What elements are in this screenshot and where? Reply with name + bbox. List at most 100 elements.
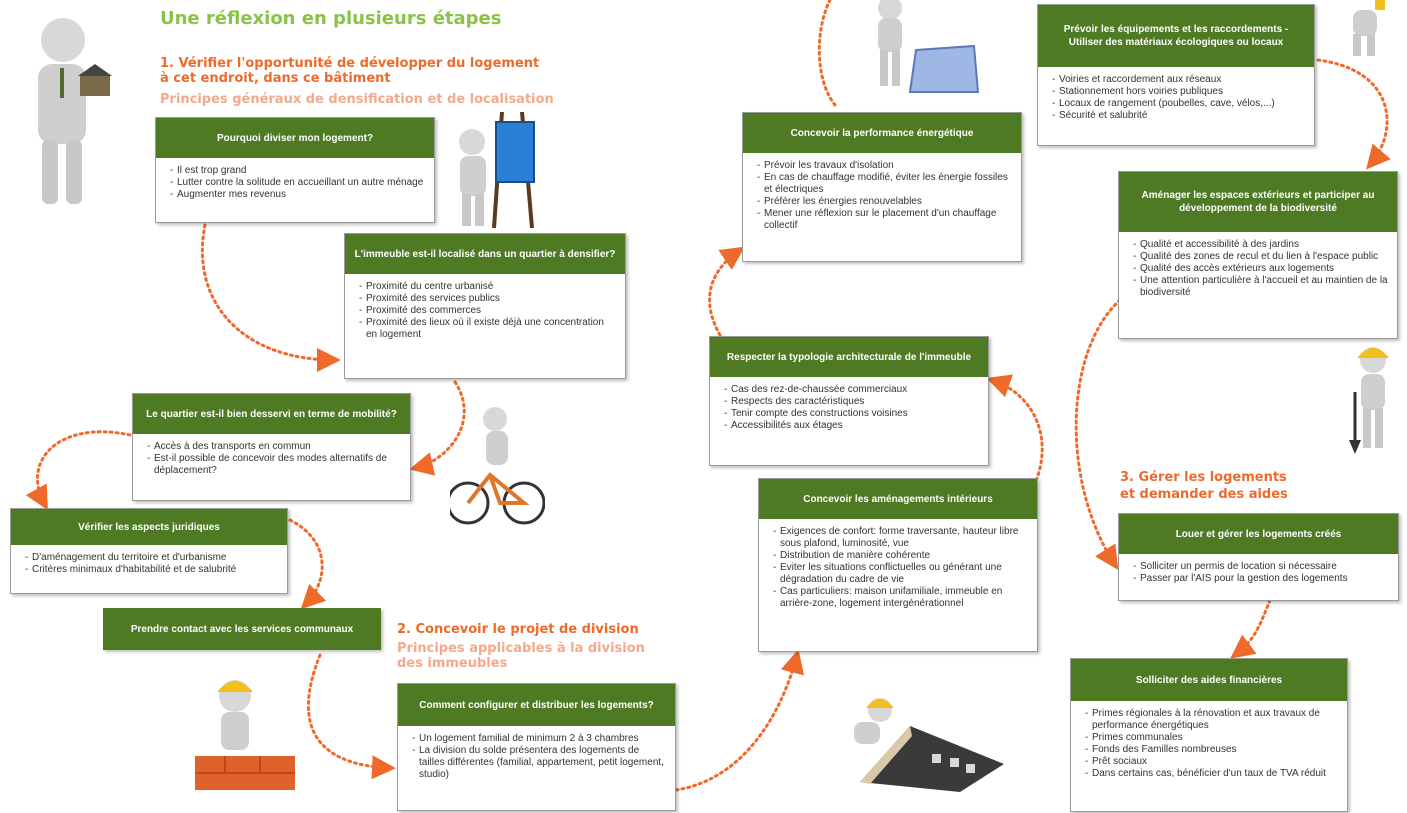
figure-solar-panel-icon <box>878 0 980 93</box>
list-item: Une attention particulière à l'accueil e… <box>1133 275 1389 299</box>
box-aides: Solliciter des aides financières Primes … <box>1070 658 1348 812</box>
list-item: Augmenter mes revenus <box>170 189 426 201</box>
list-item: Lutter contre la solitude en accueillant… <box>170 177 426 189</box>
box-contact: Prendre contact avec les services commun… <box>103 608 381 650</box>
list-item: Voiries et raccordement aux réseaux <box>1052 74 1306 86</box>
list-item: Exigences de confort: forme traversante,… <box>773 526 1029 550</box>
list-item: Est-il possible de concevoir des modes a… <box>147 453 402 477</box>
list-item: Solliciter un permis de location si néce… <box>1133 561 1390 573</box>
list-item: Passer par l'AIS pour la gestion des log… <box>1133 573 1390 585</box>
arrow-quartier-to-mobilite <box>409 380 466 476</box>
section1-title-line2: à cet endroit, dans ce bâtiment <box>160 71 391 86</box>
list-item: Préférer les énergies renouvelables <box>757 196 1013 208</box>
section2-title: 2. Concevoir le projet de division <box>397 622 639 637</box>
main-title: Une réflexion en plusieurs étapes <box>160 8 502 29</box>
box-quartier-list: Proximité du centre urbanisé Proximité d… <box>345 274 625 345</box>
section3-title-line1: 3. Gérer les logements <box>1120 470 1287 485</box>
list-item: Prêt sociaux <box>1085 756 1339 768</box>
box-pourquoi-title: Pourquoi diviser mon logement? <box>156 118 434 158</box>
list-item: Locaux de rangement (poubelles, cave, vé… <box>1052 98 1306 110</box>
list-item: En cas de chauffage modifié, éviter les … <box>757 172 1013 196</box>
box-quartier: L'immeuble est-il localisé dans un quart… <box>344 233 626 379</box>
figure-man-with-house-icon <box>38 18 112 204</box>
section2-subtitle-line2: des immeubles <box>397 656 508 671</box>
box-typologie-list: Cas des rez-de-chaussée commerciaux Resp… <box>710 377 988 436</box>
arrow-configurer-to-interieurs <box>674 649 805 792</box>
list-item: Qualité des zones de recul et du lien à … <box>1133 251 1389 263</box>
box-louer-list: Solliciter un permis de location si néce… <box>1119 554 1398 589</box>
box-typologie: Respecter la typologie architecturale de… <box>709 336 989 466</box>
list-item: Eviter les situations conflictuelles ou … <box>773 562 1029 586</box>
box-performance: Concevoir la performance énergétique Pré… <box>742 112 1022 262</box>
box-performance-title: Concevoir la performance énergétique <box>743 113 1021 153</box>
list-item: Proximité du centre urbanisé <box>359 281 617 293</box>
arrow-typologie-to-performance <box>708 246 745 337</box>
section1-subtitle: Principes généraux de densification et d… <box>160 92 554 107</box>
arrow-mobilite-to-juridique <box>25 430 132 511</box>
arrow-juridique-to-contact <box>288 518 327 610</box>
arrow-equipements-to-exterieurs <box>1316 58 1391 170</box>
list-item: Mener une réflexion sur le placement d'u… <box>757 208 1013 232</box>
box-juridique-title: Vérifier les aspects juridiques <box>11 509 287 545</box>
box-mobilite-title: Le quartier est-il bien desservi en term… <box>133 394 410 434</box>
list-item: Proximité des services publics <box>359 293 617 305</box>
arrow-performance-to-top <box>817 0 837 107</box>
box-configurer-list: Un logement familial de minimum 2 à 3 ch… <box>398 726 675 785</box>
list-item: Primes régionales à la rénovation et aux… <box>1085 708 1339 732</box>
list-item: Cas particuliers: maison unifamiliale, i… <box>773 586 1029 610</box>
box-louer-title: Louer et gérer les logements créés <box>1119 514 1398 554</box>
box-typologie-title: Respecter la typologie architecturale de… <box>710 337 988 377</box>
figure-roof-worker-icon <box>854 698 1004 792</box>
box-equipements: Prévoir les équipements et les raccordem… <box>1037 4 1315 146</box>
box-interieurs-title: Concevoir les aménagements intérieurs <box>759 479 1037 519</box>
list-item: Qualité et accessibilité à des jardins <box>1133 239 1389 251</box>
figure-worker-top-right-icon <box>1353 0 1385 56</box>
box-quartier-title: L'immeuble est-il localisé dans un quart… <box>345 234 625 274</box>
section1-title-line1: 1. Vérifier l'opportunité de développer … <box>160 56 540 71</box>
box-interieurs: Concevoir les aménagements intérieurs Ex… <box>758 478 1038 652</box>
box-pourquoi: Pourquoi diviser mon logement? Il est tr… <box>155 117 435 223</box>
box-configurer-title: Comment configurer et distribuer les log… <box>398 684 675 726</box>
list-item: Critères minimaux d'habitabilité et de s… <box>25 564 279 576</box>
box-exterieurs: Aménager les espaces extérieurs et parti… <box>1118 171 1398 339</box>
box-aides-list: Primes régionales à la rénovation et aux… <box>1071 701 1347 784</box>
section2-subtitle-line1: Principes applicables à la division <box>397 641 645 656</box>
list-item: Primes communales <box>1085 732 1339 744</box>
list-item: Prévoir les travaux d'isolation <box>757 160 1013 172</box>
figure-bricklayer-icon <box>195 680 295 790</box>
box-equipements-title: Prévoir les équipements et les raccordem… <box>1038 5 1314 67</box>
box-exterieurs-title: Aménager les espaces extérieurs et parti… <box>1119 172 1397 232</box>
list-item: Qualité des accès extérieurs aux logemen… <box>1133 263 1389 275</box>
list-item: Respects des caractéristiques <box>724 396 980 408</box>
box-aides-title: Solliciter des aides financières <box>1071 659 1347 701</box>
list-item: Sécurité et salubrité <box>1052 110 1306 122</box>
arrow-pourquoi-to-quartier <box>200 223 341 372</box>
arrow-louer-to-aides <box>1230 598 1272 659</box>
list-item: Distribution de manière cohérente <box>773 550 1029 562</box>
box-juridique-list: D'aménagement du territoire et d'urbanis… <box>11 545 287 580</box>
box-configurer: Comment configurer et distribuer les log… <box>397 683 676 811</box>
box-interieurs-list: Exigences de confort: forme traversante,… <box>759 519 1037 614</box>
list-item: Accessibilités aux étages <box>724 420 980 432</box>
list-item: Cas des rez-de-chaussée commerciaux <box>724 384 980 396</box>
box-equipements-list: Voiries et raccordement aux réseaux Stat… <box>1038 67 1314 126</box>
list-item: Il est trop grand <box>170 165 426 177</box>
section3-title-line2: et demander des aides <box>1120 487 1288 502</box>
list-item: Proximité des lieux où il existe déjà un… <box>359 317 617 341</box>
box-mobilite: Le quartier est-il bien desservi en term… <box>132 393 411 501</box>
list-item: Fonds des Familles nombreuses <box>1085 744 1339 756</box>
figure-cyclist-icon <box>450 407 545 525</box>
box-mobilite-list: Accès à des transports en commun Est-il … <box>133 434 410 481</box>
figure-painter-easel-icon <box>459 111 535 229</box>
box-juridique: Vérifier les aspects juridiques D'aménag… <box>10 508 288 594</box>
arrow-exterieurs-to-louer <box>1074 298 1122 571</box>
box-exterieurs-list: Qualité et accessibilité à des jardins Q… <box>1119 232 1397 303</box>
box-pourquoi-list: Il est trop grand Lutter contre la solit… <box>156 158 434 205</box>
list-item: La division du solde présentera des loge… <box>412 745 667 781</box>
list-item: Tenir compte des constructions voisines <box>724 408 980 420</box>
box-louer: Louer et gérer les logements créés Solli… <box>1118 513 1399 601</box>
figure-gardener-shovel-icon <box>1349 347 1389 454</box>
list-item: Dans certains cas, bénéficier d'un taux … <box>1085 768 1339 780</box>
list-item: Accès à des transports en commun <box>147 441 402 453</box>
arrow-contact-to-configurer <box>306 653 396 780</box>
